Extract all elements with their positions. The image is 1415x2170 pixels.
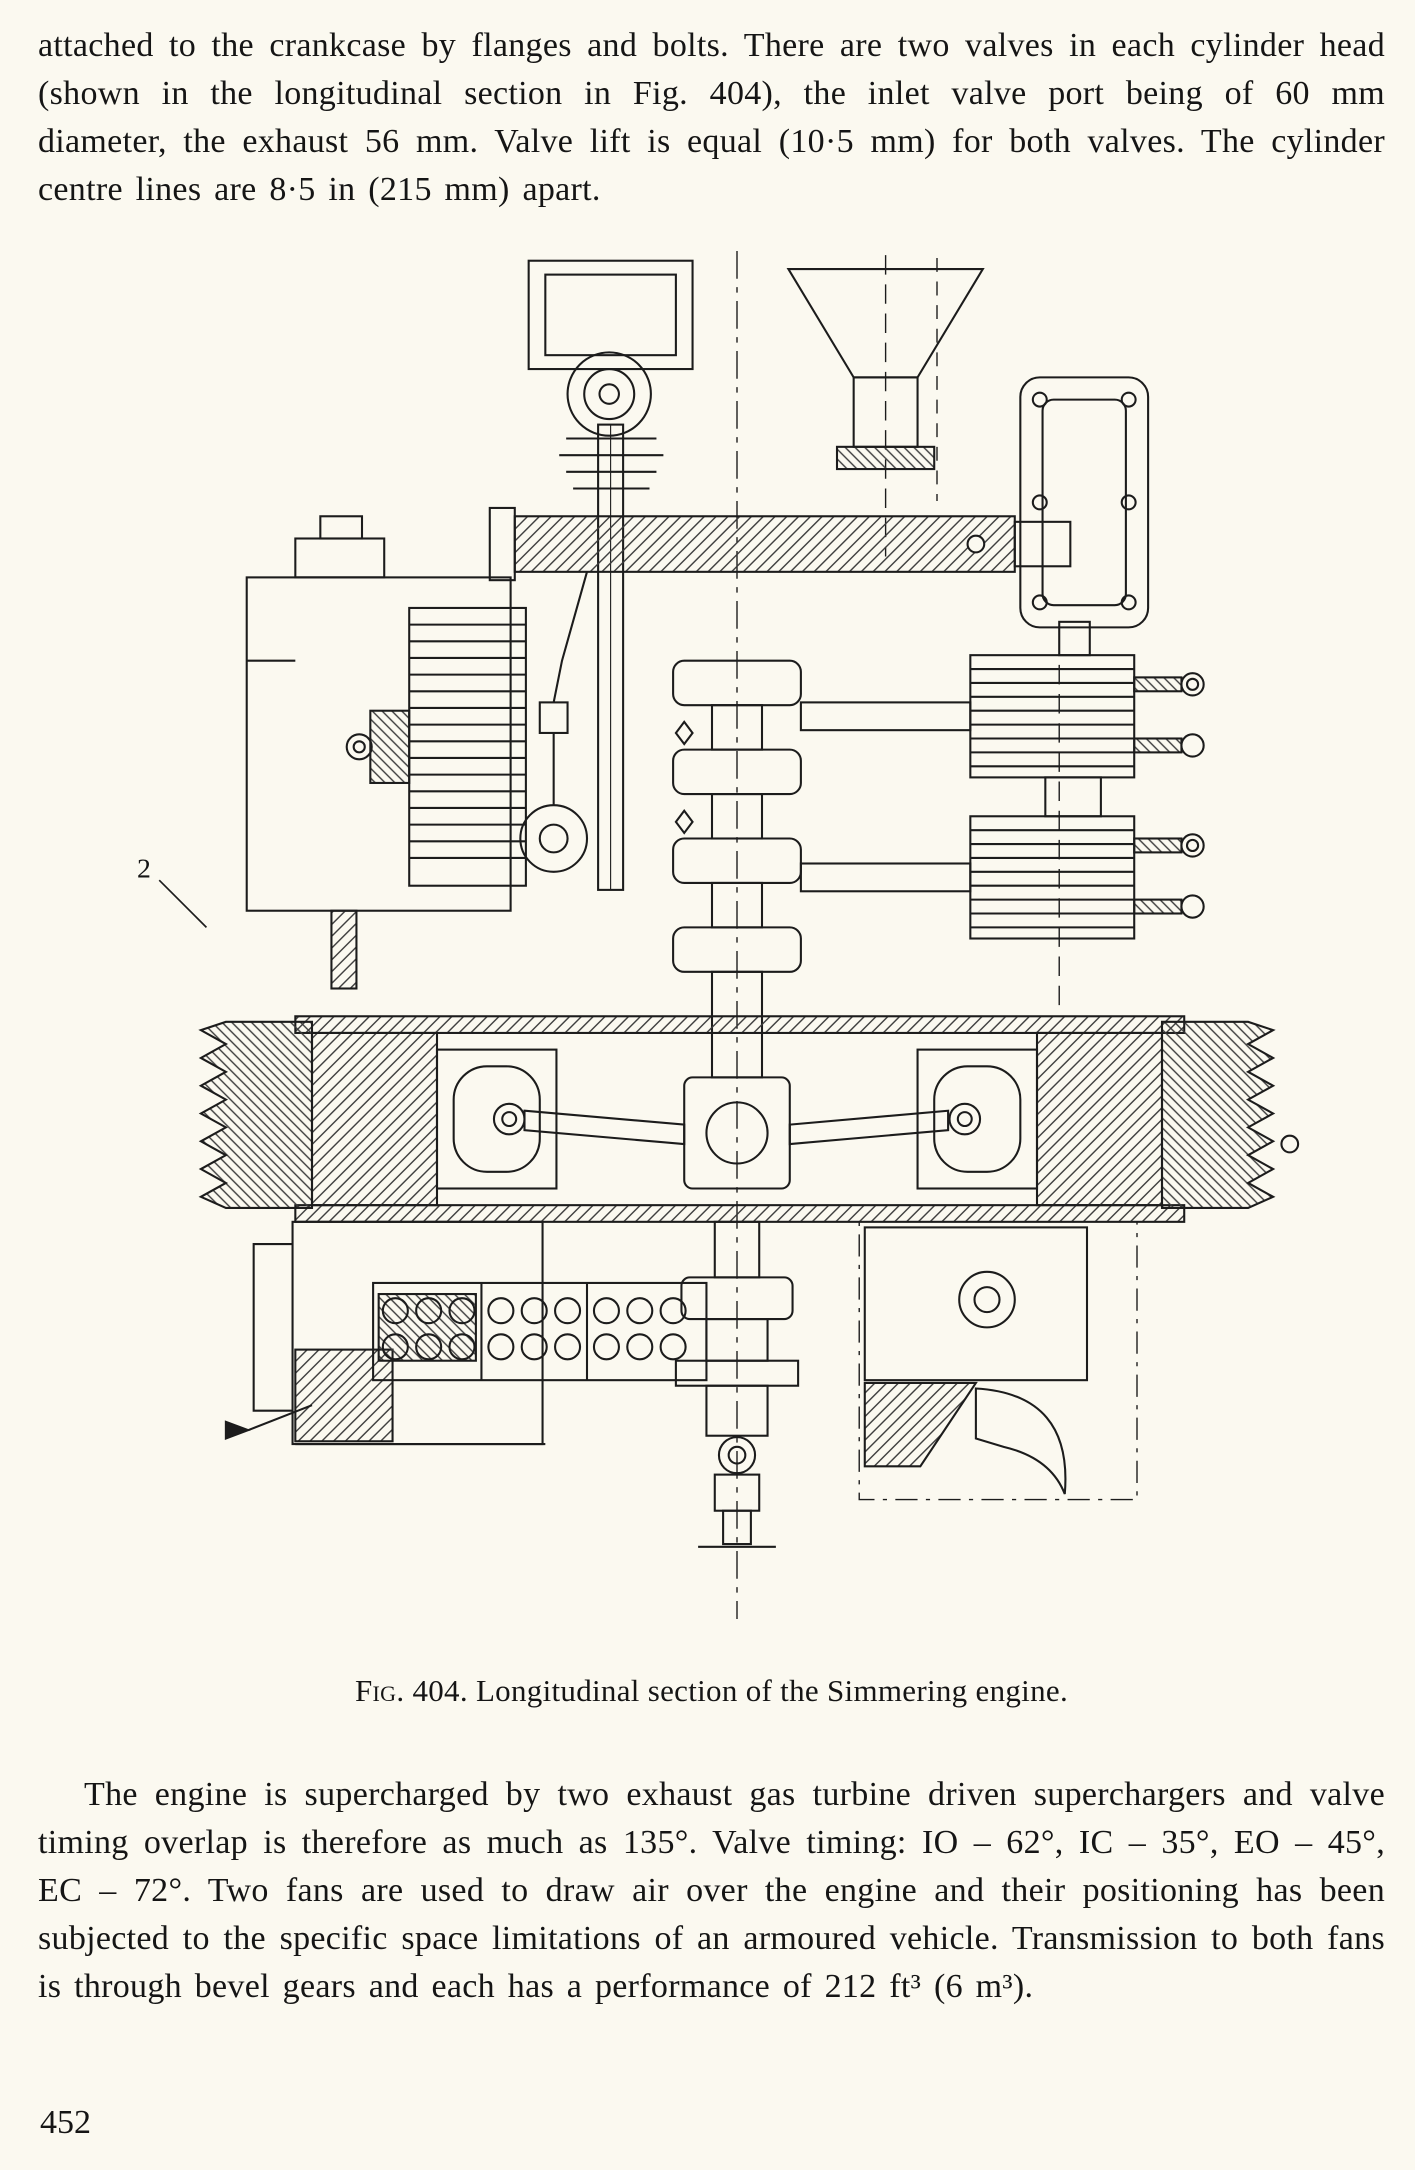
engine-figure: 2 xyxy=(87,244,1337,1633)
figure-caption-label: Fig. 404. xyxy=(354,1673,468,1708)
bottom-paragraph: The engine is supercharged by two exhaus… xyxy=(38,1776,1385,2005)
figure-caption-text: Longitudinal section of the Simmering en… xyxy=(467,1673,1068,1708)
figure-part-label: 2 xyxy=(137,853,151,884)
engine-longitudinal-section-drawing: 2 xyxy=(137,251,1299,1620)
top-paragraph: attached to the crankcase by flanges and… xyxy=(38,27,1385,208)
figure-caption: Fig. 404. Longitudinal section of the Si… xyxy=(38,1673,1385,1709)
page-number: 452 xyxy=(40,2104,91,2141)
